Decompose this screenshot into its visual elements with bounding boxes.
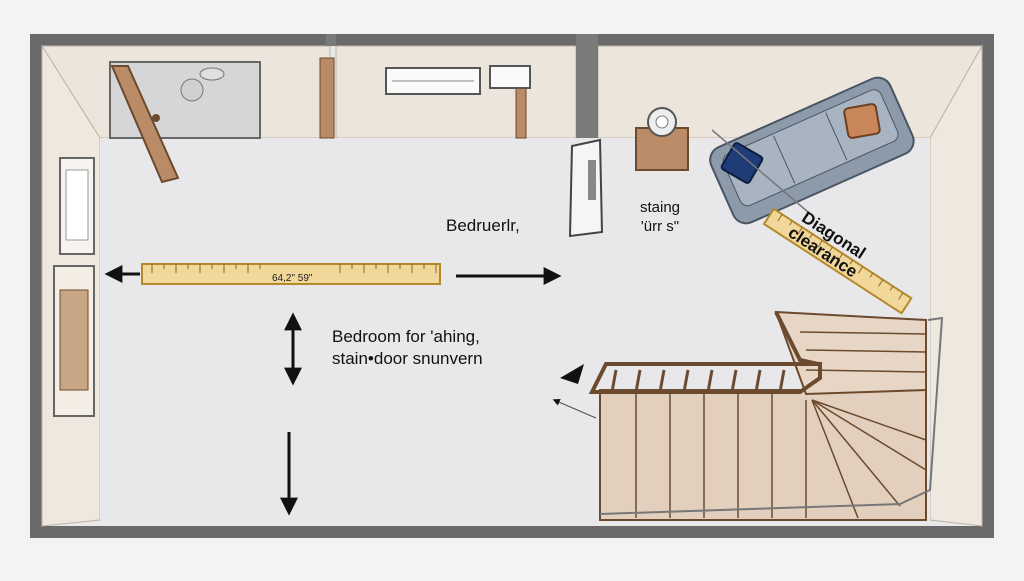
toilet-tank bbox=[199, 67, 225, 81]
partition-wall-top bbox=[576, 34, 598, 138]
arrow-head-left-stairs bbox=[560, 364, 584, 384]
staircase-label: staing 'ürr s" bbox=[640, 198, 680, 236]
pillow-blue bbox=[720, 142, 764, 184]
ruler-horizontal: 64,2" 59" bbox=[141, 263, 441, 285]
arrow-sketch bbox=[552, 398, 597, 419]
bedroom-note: Bedroom for 'ahing, stain•door snunvern bbox=[332, 326, 483, 370]
staircase-label-line-2: 'ürr s" bbox=[640, 218, 680, 235]
door-knob bbox=[152, 114, 160, 122]
toilet bbox=[180, 78, 204, 102]
bedroom-label: Bedruerlr, bbox=[446, 216, 520, 235]
door-trim-left bbox=[319, 57, 335, 139]
pillow-orange bbox=[843, 103, 881, 139]
staircase bbox=[588, 310, 944, 521]
ruler-horizontal-reading: 64,2" 59" bbox=[272, 273, 313, 284]
window-small bbox=[489, 65, 531, 89]
stair-rail-right bbox=[599, 316, 944, 515]
bedroom-note-line-1: Bedroom for 'ahing, bbox=[332, 327, 480, 346]
stair-railing bbox=[588, 362, 822, 394]
partition-post bbox=[326, 34, 336, 46]
bathroom-door bbox=[110, 65, 180, 184]
staircase-label-line-1: staing bbox=[640, 199, 681, 216]
bedroom-note-line-2: stain•door snunvern bbox=[332, 349, 483, 368]
landing-railing bbox=[774, 311, 819, 366]
door-trim-right bbox=[515, 87, 527, 139]
ruler-diagonal bbox=[762, 207, 913, 315]
closet-door bbox=[568, 138, 604, 238]
diagonal-clearance-line bbox=[711, 129, 809, 213]
